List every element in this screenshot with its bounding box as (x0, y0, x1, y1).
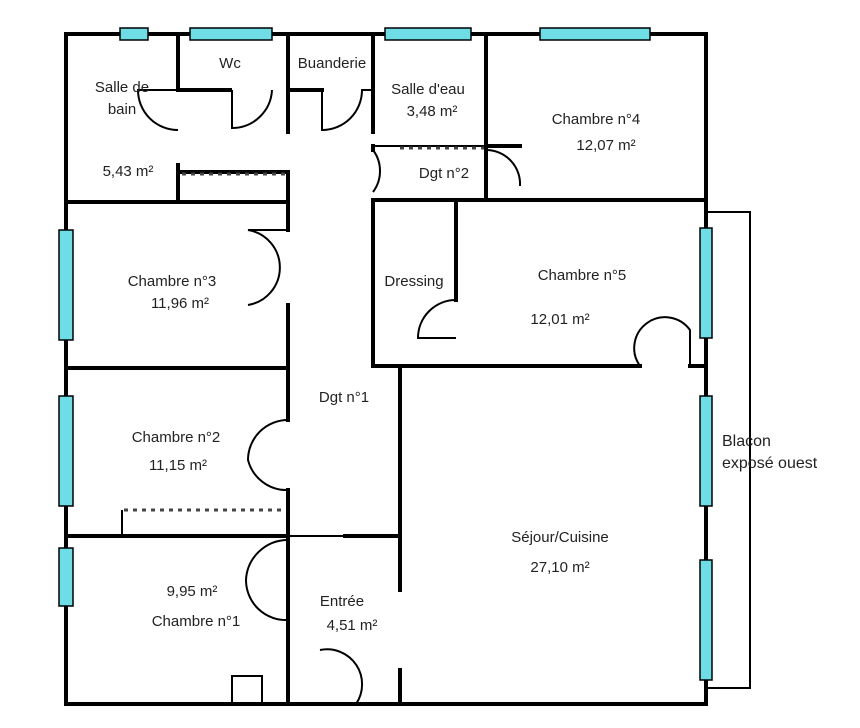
dressing-label: Dressing (384, 273, 443, 290)
chambre2-label: Chambre n°2 (132, 429, 221, 446)
interior-walls (64, 32, 708, 706)
chambre4-area: 12,07 m² (576, 137, 635, 154)
windows (58, 27, 713, 681)
window (384, 27, 472, 41)
chambre1-area: 9,95 m² (167, 583, 218, 600)
salle-deau-label: Salle d'eau (391, 81, 465, 98)
sejour-label: Séjour/Cuisine (511, 529, 609, 546)
dgt2-label: Dgt n°2 (419, 165, 469, 182)
balcon-label-1: Blacon (722, 433, 771, 450)
buanderie-label: Buanderie (298, 55, 366, 72)
salle-de-bain-label-2: bain (108, 101, 136, 118)
chambre1-label: Chambre n°1 (152, 613, 241, 630)
salle-deau-area: 3,48 m² (407, 103, 458, 120)
entree-area: 4,51 m² (327, 617, 378, 634)
salle-de-bain-area: 5,43 m² (103, 163, 154, 180)
window (699, 227, 713, 339)
balcon-label-2: exposé ouest (722, 455, 818, 472)
window (58, 229, 74, 341)
chambre5-area: 12,01 m² (530, 311, 589, 328)
window (119, 27, 149, 41)
sejour-area: 27,10 m² (530, 559, 589, 576)
chambre4-label: Chambre n°4 (552, 111, 641, 128)
window (189, 27, 273, 41)
window (58, 395, 74, 507)
salle-de-bain-label-1: Salle de (95, 79, 149, 96)
dgt1-label: Dgt n°1 (319, 389, 369, 406)
window (699, 559, 713, 681)
chambre5-label: Chambre n°5 (538, 267, 627, 284)
entree-label: Entrée (320, 593, 364, 610)
chambre3-label: Chambre n°3 (128, 273, 217, 290)
sliding-doors (124, 146, 484, 512)
chambre3-area: 11,96 m² (151, 295, 209, 312)
wc-label: Wc (219, 55, 241, 72)
window (58, 547, 74, 607)
window (539, 27, 651, 41)
chambre2-area: 11,15 m² (149, 457, 207, 474)
room-labels: Salle de bain 5,43 m² Wc Buanderie Salle… (95, 55, 818, 634)
door-swings (136, 89, 691, 705)
window (699, 395, 713, 507)
